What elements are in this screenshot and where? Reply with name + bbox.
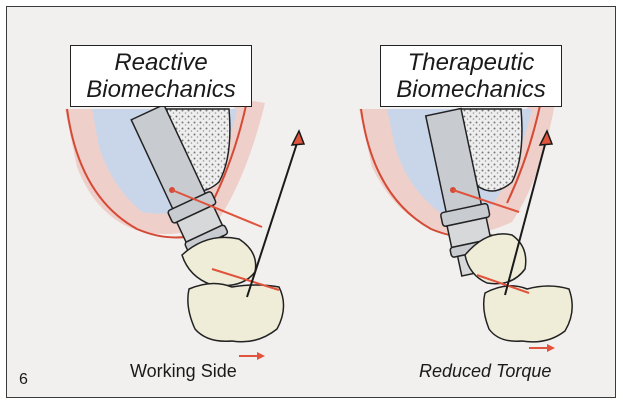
left-title-line2: Biomechanics [86,76,235,103]
left-resultant-vector [247,137,299,297]
right-movement-arrowhead [547,344,555,352]
left-title-line1: Reactive [114,49,207,76]
left-resultant-arrowhead [292,131,304,145]
left-diagram [65,99,304,360]
left-caption: Working Side [130,361,237,382]
right-caption: Reduced Torque [419,361,551,382]
left-lower-tooth [188,283,284,341]
left-movement-arrowhead [257,352,265,360]
right-lower-tooth [484,286,573,342]
right-title-line1: Therapeutic [408,49,535,76]
left-title-box: Reactive Biomechanics [70,45,252,107]
page-number: 6 [19,371,28,389]
right-title-box: Therapeutic Biomechanics [380,45,562,107]
right-diagram [359,99,572,352]
right-title-line2: Biomechanics [396,76,545,103]
slide-frame: Reactive Biomechanics Therapeutic Biomec… [6,6,616,398]
